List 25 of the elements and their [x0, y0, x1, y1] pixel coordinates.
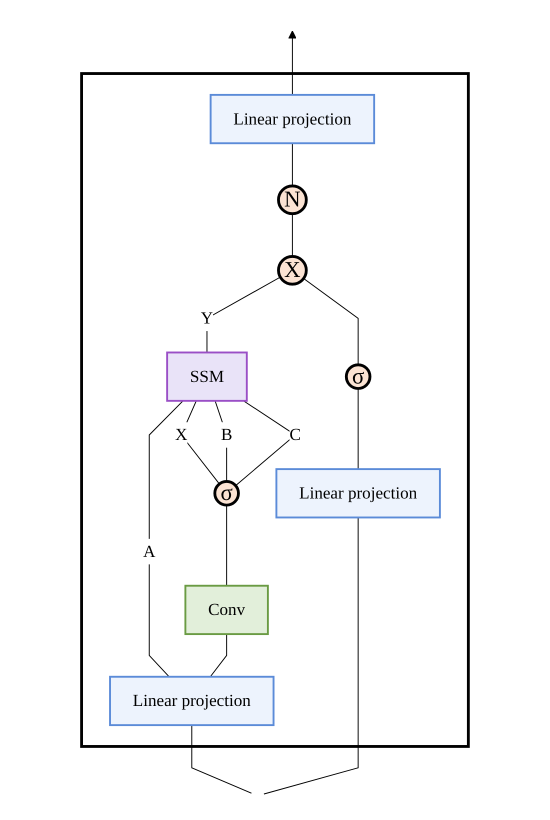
node-circle: σ: [213, 480, 240, 507]
edge-label: C: [290, 425, 301, 444]
edge-label: Y: [200, 308, 214, 328]
connector: [226, 504, 228, 586]
connector: [264, 517, 359, 794]
connector: [292, 142, 293, 186]
connector: [210, 634, 228, 678]
connector: [292, 213, 293, 257]
connector: [358, 388, 359, 470]
connector: [191, 724, 252, 794]
edge-label: B: [220, 425, 232, 444]
arrow: [288, 30, 297, 96]
node-circle: X: [277, 254, 308, 286]
node-box: Linear projection: [109, 676, 275, 726]
connector: [303, 278, 359, 366]
node-circle: σ: [344, 363, 372, 390]
node-box: Linear projection: [210, 94, 376, 144]
node-box: SSM: [166, 352, 248, 402]
connector: [148, 400, 184, 678]
edge-label: A: [143, 542, 156, 561]
edge-label: X: [175, 425, 188, 444]
cluster: [80, 72, 470, 748]
node-box: Linear projection: [275, 468, 441, 518]
node-circle: N: [277, 184, 308, 216]
node-box: Conv: [184, 584, 269, 636]
